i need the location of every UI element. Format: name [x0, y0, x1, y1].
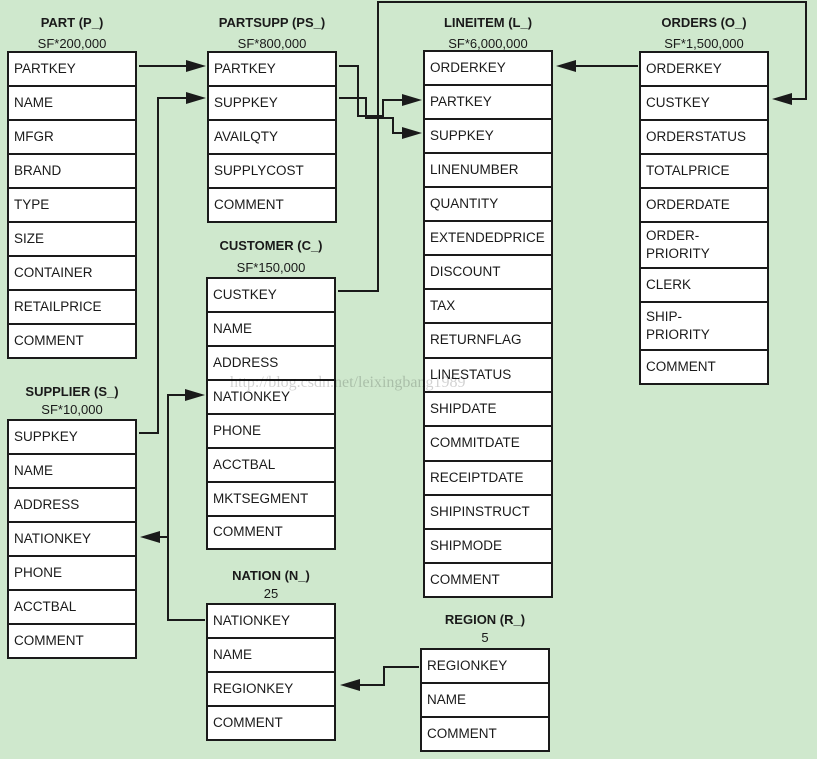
nation-table-scale-factor: 25: [263, 586, 279, 601]
nation-table-title: NATION (N_): [232, 568, 310, 583]
nation-column-name: NAME: [206, 637, 336, 673]
lineitem-column-partkey: PARTKEY: [423, 84, 553, 120]
customer-column-name: NAME: [206, 311, 336, 347]
customer-column-nationkey: NATIONKEY: [206, 379, 336, 415]
nation-column-comment: COMMENT: [206, 705, 336, 741]
partsupp-suppkey-to-lineitem-line: [339, 97, 402, 134]
orders-column-clerk: CLERK: [639, 267, 769, 303]
supplier-column-address: ADDRESS: [7, 487, 137, 523]
supplier-to-partsupp-arrowhead: [186, 92, 206, 104]
lineitem-column-comment: COMMENT: [423, 562, 553, 598]
part-table-title: PART (P_): [40, 15, 104, 30]
supplier-table-scale-factor: SF*10,000: [41, 402, 103, 417]
nation-column-regionkey: REGIONKEY: [206, 671, 336, 707]
part-column-size: SIZE: [7, 221, 137, 257]
lineitem-table-title: LINEITEM (L_): [443, 15, 533, 30]
partsupp-table-scale-factor: SF*800,000: [237, 36, 307, 51]
orders-to-lineitem-arrowhead: [556, 60, 576, 72]
supplier-column-suppkey: SUPPKEY: [7, 419, 137, 455]
supplier-column-acctbal: ACCTBAL: [7, 589, 137, 625]
orders-column-orderdate: ORDERDATE: [639, 187, 769, 223]
orders-column-orderstatus: ORDERSTATUS: [639, 119, 769, 155]
partsupp-column-suppkey: SUPPKEY: [207, 85, 337, 121]
supplier-table-title: SUPPLIER (S_): [25, 384, 119, 399]
orders-column-comment: COMMENT: [639, 349, 769, 385]
orders-column-shippriority: SHIP- PRIORITY: [639, 301, 769, 351]
part-column-container: CONTAINER: [7, 255, 137, 291]
customer-to-orders-arrowhead: [772, 93, 792, 105]
lineitem-column-tax: TAX: [423, 288, 553, 324]
supplier-column-name: NAME: [7, 453, 137, 489]
part-column-partkey: PARTKEY: [7, 51, 137, 87]
lineitem-column-commitdate: COMMITDATE: [423, 425, 553, 462]
partsupp-column-partkey: PARTKEY: [207, 51, 337, 87]
part-table-scale-factor: SF*200,000: [37, 36, 107, 51]
partsupp-to-lineitem-suppkey-arrowhead: [402, 127, 422, 139]
nation-to-supplier-arrowhead: [140, 531, 160, 543]
nation-to-customer-arrowhead: [185, 389, 205, 401]
lineitem-column-orderkey: ORDERKEY: [423, 50, 553, 86]
lineitem-table-scale-factor: SF*6,000,000: [448, 36, 528, 51]
supplier-column-comment: COMMENT: [7, 623, 137, 659]
orders-column-orderpriority: ORDER- PRIORITY: [639, 221, 769, 269]
customer-column-comment: COMMENT: [206, 515, 336, 550]
customer-table-title: CUSTOMER (C_): [219, 238, 323, 253]
orders-column-totalprice: TOTALPRICE: [639, 153, 769, 189]
lineitem-column-discount: DISCOUNT: [423, 254, 553, 290]
part-column-retailprice: RETAILPRICE: [7, 289, 137, 325]
lineitem-column-receiptdate: RECEIPTDATE: [423, 460, 553, 496]
region-to-nation-line: [360, 666, 419, 686]
customer-column-custkey: CUSTKEY: [206, 277, 336, 313]
part-column-name: NAME: [7, 85, 137, 121]
orders-table-scale-factor: SF*1,500,000: [664, 36, 744, 51]
lineitem-column-extendedprice: EXTENDEDPRICE: [423, 220, 553, 256]
watermark: http://blog.csdn.net/leixingbang1989: [230, 374, 466, 391]
lineitem-column-shipmode: SHIPMODE: [423, 528, 553, 564]
lineitem-column-suppkey: SUPPKEY: [423, 118, 553, 154]
part-to-partsupp-arrowhead: [186, 60, 206, 72]
part-column-comment: COMMENT: [7, 323, 137, 359]
supplier-column-nationkey: NATIONKEY: [7, 521, 137, 557]
region-column-comment: COMMENT: [420, 716, 550, 752]
customer-column-phone: PHONE: [206, 413, 336, 449]
customer-column-acctbal: ACCTBAL: [206, 447, 336, 483]
region-table-title: REGION (R_): [444, 612, 526, 627]
part-column-brand: BRAND: [7, 153, 137, 189]
region-table-scale-factor: 5: [481, 630, 489, 645]
partsupp-to-lineitem-partkey-arrowhead: [402, 94, 422, 106]
nation-column-nationkey: NATIONKEY: [206, 603, 336, 639]
part-column-type: TYPE: [7, 187, 137, 223]
partsupp-column-availqty: AVAILQTY: [207, 119, 337, 155]
partsupp-partkey-to-lineitem-line: [339, 65, 402, 117]
supplier-column-phone: PHONE: [7, 555, 137, 591]
orders-column-custkey: CUSTKEY: [639, 85, 769, 121]
lineitem-column-linestatus: LINESTATUS: [423, 357, 553, 393]
supplier-to-partsupp-line: [139, 97, 186, 434]
part-column-mfgr: MFGR: [7, 119, 137, 155]
partsupp-table-title: PARTSUPP (PS_): [218, 15, 326, 30]
region-column-regionkey: REGIONKEY: [420, 648, 550, 684]
orders-column-orderkey: ORDERKEY: [639, 51, 769, 87]
lineitem-column-returnflag: RETURNFLAG: [423, 322, 553, 359]
nation-to-customer-line: [167, 394, 205, 621]
partsupp-column-supplycost: SUPPLYCOST: [207, 153, 337, 189]
customer-column-mktsegment: MKTSEGMENT: [206, 481, 336, 517]
customer-table-scale-factor: SF*150,000: [236, 260, 306, 275]
lineitem-column-quantity: QUANTITY: [423, 186, 553, 222]
region-to-nation-arrowhead: [340, 679, 360, 691]
region-column-name: NAME: [420, 682, 550, 718]
lineitem-column-shipinstruct: SHIPINSTRUCT: [423, 494, 553, 530]
orders-table-title: ORDERS (O_): [661, 15, 747, 30]
partsupp-column-comment: COMMENT: [207, 187, 337, 223]
lineitem-column-shipdate: SHIPDATE: [423, 391, 553, 427]
lineitem-column-linenumber: LINENUMBER: [423, 152, 553, 188]
